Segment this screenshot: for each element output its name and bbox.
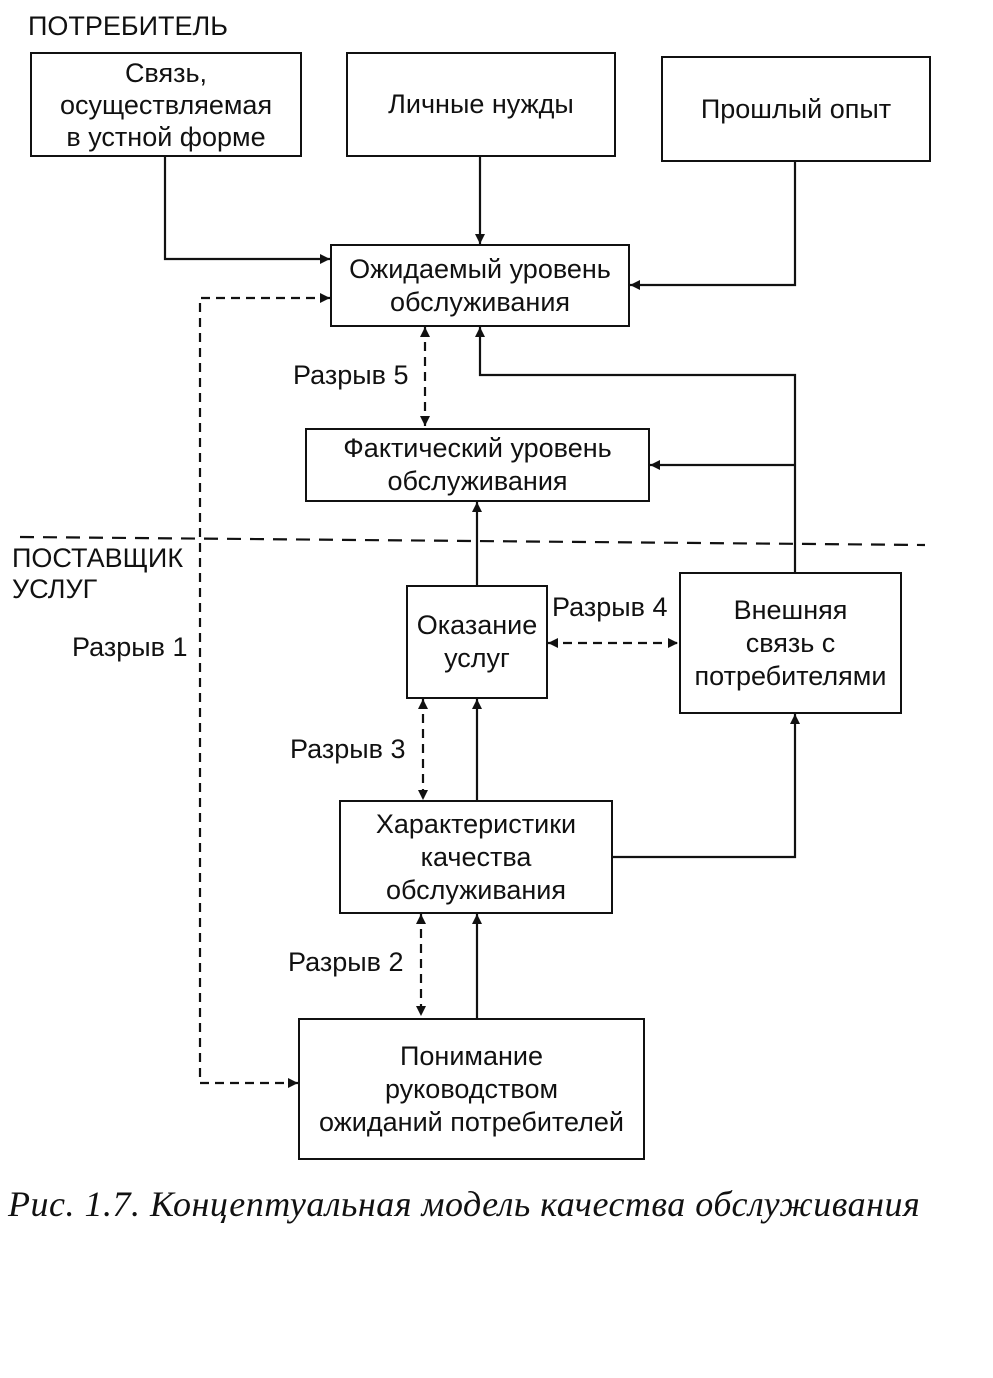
arrow-word-of-mouth-to-expected (163, 157, 330, 264)
management-perceptions-box: Понимание руководством ожиданий потребит… (298, 1018, 645, 1160)
gap3-label: Разрыв 3 (290, 734, 406, 764)
past-experience-box: Прошлый опыт (661, 56, 931, 162)
perceived-service-box: Фактический уровень обслуживания (305, 428, 650, 502)
expected-service-box: Ожидаемый уровень обслуживания (330, 244, 630, 327)
consumer-section-label: ПОТРЕБИТЕЛЬ (28, 11, 228, 41)
gap4-label: Разрыв 4 (552, 592, 668, 622)
personal-needs-box: Личные нужды (346, 52, 616, 157)
provider-section-label: ПОСТАВЩИК УСЛУГ (12, 543, 184, 604)
arrow-past-experience-to-expected (630, 162, 797, 290)
service-quality-specs-box: Характеристики качества обслуживания (339, 800, 613, 914)
gap1-label: Разрыв 1 (72, 632, 188, 662)
word-of-mouth-box: Связь, осуществляемая в устной форме (30, 52, 302, 157)
gap2-label: Разрыв 2 (288, 947, 404, 977)
boundary-line (19, 535, 926, 547)
arrow-external-to-expected (475, 327, 797, 572)
figure-caption: Рис. 1.7. Концептуальная модель качества… (8, 1184, 921, 1224)
gap1-dashed-arrow (198, 293, 330, 1088)
gap5-label: Разрыв 5 (293, 360, 409, 390)
service-delivery-box: Оказание услуг (406, 585, 548, 699)
external-communications-box: Внешняя связь с потребителями (679, 572, 902, 714)
arrow-specs-to-external (613, 714, 800, 859)
